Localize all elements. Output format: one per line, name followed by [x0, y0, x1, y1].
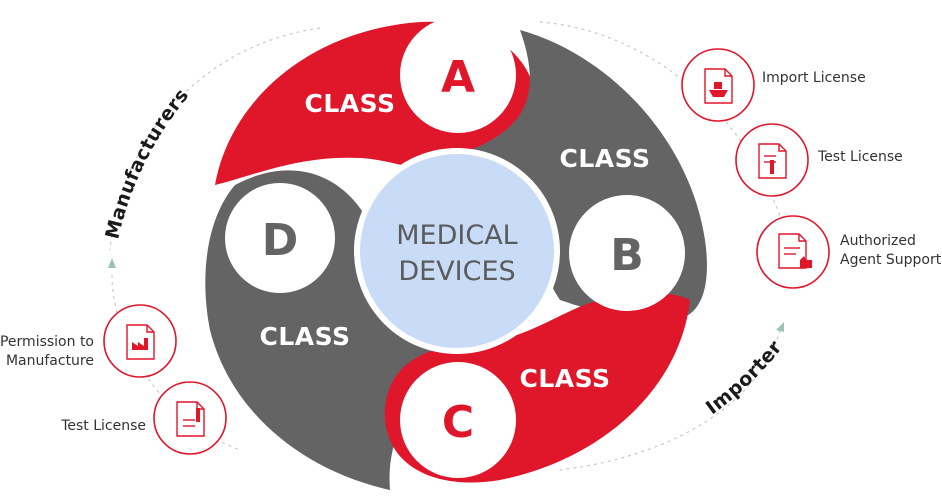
manufacturers-arc-label: Manufacturers [101, 84, 193, 241]
manufacturers-item-permission: Permission to Manufacture [0, 304, 177, 378]
class-c-letter: C [442, 397, 474, 448]
class-c-letter-circle [400, 362, 516, 478]
document-test-tube-icon [176, 401, 205, 437]
class-b-word: CLASS [559, 144, 650, 173]
permission-label-line1: Permission to [0, 334, 94, 350]
document-thumbs-up-icon [778, 233, 812, 269]
document-ship-icon [704, 68, 733, 104]
document-test-tube-icon [758, 143, 787, 179]
importer-arc-label: Importer [702, 336, 787, 419]
permission-label-line2: Manufacture [6, 353, 94, 369]
class-d-word: CLASS [259, 322, 350, 351]
importer-upper-dashed-arc [539, 21, 791, 251]
class-d-letter: D [262, 215, 299, 266]
center-title-line1: MEDICAL [396, 220, 517, 251]
center-circle [354, 148, 560, 354]
manufacturers-dashed-arc [109, 27, 321, 251]
importer-item-import-license: Import License [681, 48, 866, 122]
manufacturers-arrow-icon [108, 258, 116, 268]
importer-arrow-icon [776, 322, 784, 332]
manuf-test-license-label: Test License [60, 418, 146, 434]
importer-item-test-license: Test License [735, 123, 903, 197]
class-b-letter-circle [569, 195, 685, 311]
importer-lower-dashed-arc [559, 329, 781, 471]
class-a-word: CLASS [304, 89, 395, 118]
class-a-letter: A [441, 52, 475, 103]
import-license-label: Import License [762, 70, 866, 86]
class-a-letter-circle [400, 17, 516, 133]
center-title-line2: DEVICES [398, 256, 515, 287]
class-d-letter-circle [225, 183, 335, 293]
class-b-letter: B [610, 230, 644, 281]
manufacturers-label: Manufacturers [101, 84, 193, 241]
document-factory-icon [126, 324, 155, 360]
agent-support-label-line2: Agent Support [840, 252, 942, 268]
manufacturers-item-test-license: Test License [60, 381, 227, 455]
class-c-word: CLASS [519, 364, 610, 393]
agent-support-label-line1: Authorized [840, 233, 916, 249]
importer-item-agent-support: Authorized Agent Support [756, 215, 942, 289]
importer-test-license-label: Test License [817, 149, 903, 165]
importer-label: Importer [702, 336, 786, 419]
